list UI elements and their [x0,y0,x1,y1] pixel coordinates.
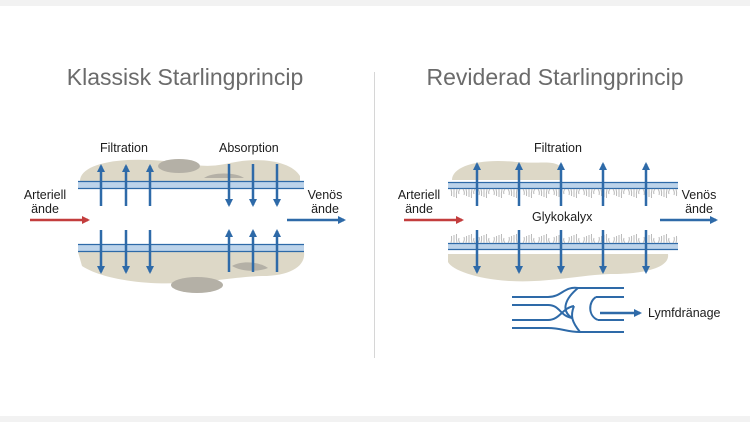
right-arterial-label: Arteriell ände [394,188,444,216]
left-arterial-label-line1: Arteriell [23,188,67,202]
left-absorption-label: Absorption [219,141,279,155]
left-arterial-label-line2: ände [31,202,59,216]
right-panel-title: Reviderad Starlingprincip [426,64,684,90]
bottom-band [0,416,750,422]
left-venous-label-line1: Venös [307,188,343,202]
left-capillary [78,180,304,253]
left-vessel-wall-bottom [78,244,304,252]
left-absorption-arrows [225,164,281,272]
right-vessel-wall-bottom [448,243,678,250]
left-tissue-cell-4 [232,262,268,271]
lymph-drainage-label: Lymfdränage [648,306,721,320]
left-panel-title: Klassisk Starlingprincip [66,64,304,90]
left-arterial-label: Arteriell ände [20,188,70,216]
glycocalyx-fringe-icon [450,233,678,244]
right-tissue-top [452,160,560,180]
left-filtration-arrows [97,164,154,274]
left-tissue-bottom [78,252,305,284]
right-venous-label-line1: Venös [681,188,717,202]
right-venous-label: Venös ände [674,188,724,216]
left-vessel-wall-top [78,181,304,189]
left-venous-label: Venös ände [300,188,350,216]
glycocalyx-label: Glykokalyx [532,210,593,224]
right-arterial-label-line2: ände [405,202,433,216]
right-capillary [448,181,678,251]
left-tissue-cell-3 [171,277,223,293]
right-filtration-arrows [473,162,650,274]
right-vessel-wall-top [448,182,678,189]
right-tissue-bottom [448,254,669,282]
left-venous-label-line2: ände [311,202,339,216]
left-tissue-cell-1 [158,159,200,173]
panel-divider [374,72,375,358]
right-venous-label-line2: ände [685,202,713,216]
top-band [0,0,750,6]
left-tissue-cell-2 [204,173,244,178]
lymph-valve-icon [512,286,624,333]
glycocalyx-fringe-icon [450,188,678,199]
left-tissue [78,159,305,293]
right-arterial-label-line1: Arteriell [397,188,441,202]
left-filtration-label: Filtration [100,141,148,155]
right-filtration-label: Filtration [534,141,582,155]
